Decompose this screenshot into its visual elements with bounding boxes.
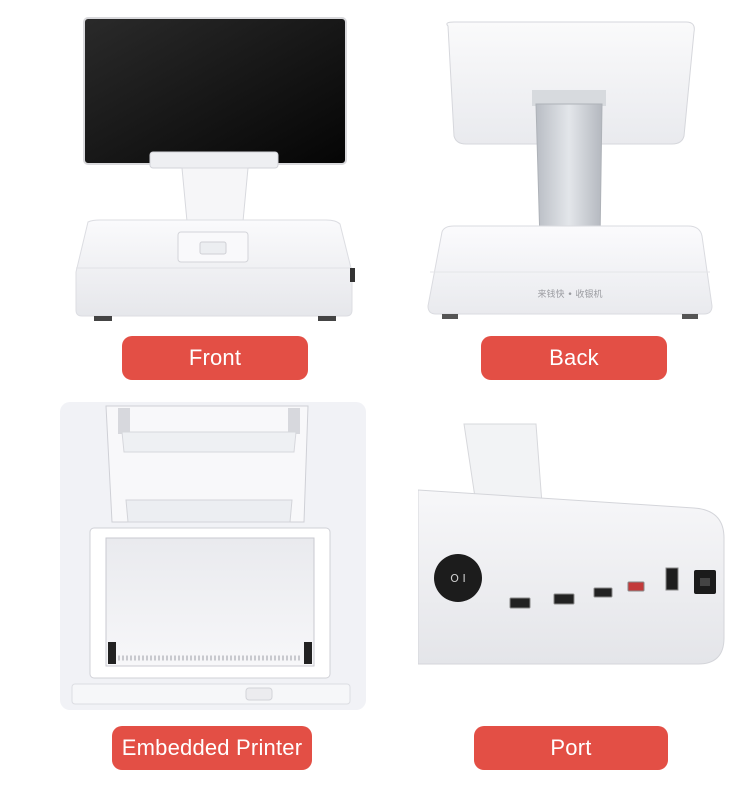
usb-port-red xyxy=(627,581,645,592)
front-device-illustration xyxy=(75,17,355,321)
back-base xyxy=(427,225,713,315)
port-stand xyxy=(463,423,543,505)
printer-illustration xyxy=(71,405,351,705)
power-switch-text: O I xyxy=(450,572,465,585)
printer-photo xyxy=(60,402,366,710)
port-illustration: O I xyxy=(418,423,725,665)
usb-port xyxy=(509,597,531,609)
back-stand-head xyxy=(532,90,606,106)
back-photo: 来钱快 • 收银机 xyxy=(420,10,730,330)
port-photo: O I xyxy=(418,420,730,686)
usb-port xyxy=(553,593,575,605)
back-screen-shell xyxy=(446,21,695,145)
front-stand-head xyxy=(149,151,279,169)
port-base xyxy=(418,489,725,665)
back-label: Back xyxy=(481,336,667,380)
back-device-illustration: 来钱快 • 收银机 xyxy=(427,21,713,319)
front-photo xyxy=(60,10,370,330)
network-port xyxy=(665,567,679,591)
back-stand-neck xyxy=(535,103,603,243)
back-base-text: 来钱快 • 收银机 xyxy=(537,288,602,300)
front-label: Front xyxy=(122,336,308,380)
power-switch xyxy=(434,554,482,602)
printer-label: Embedded Printer xyxy=(112,726,312,770)
front-screen xyxy=(83,17,347,165)
usb-port xyxy=(593,587,613,598)
port-label: Port xyxy=(474,726,668,770)
